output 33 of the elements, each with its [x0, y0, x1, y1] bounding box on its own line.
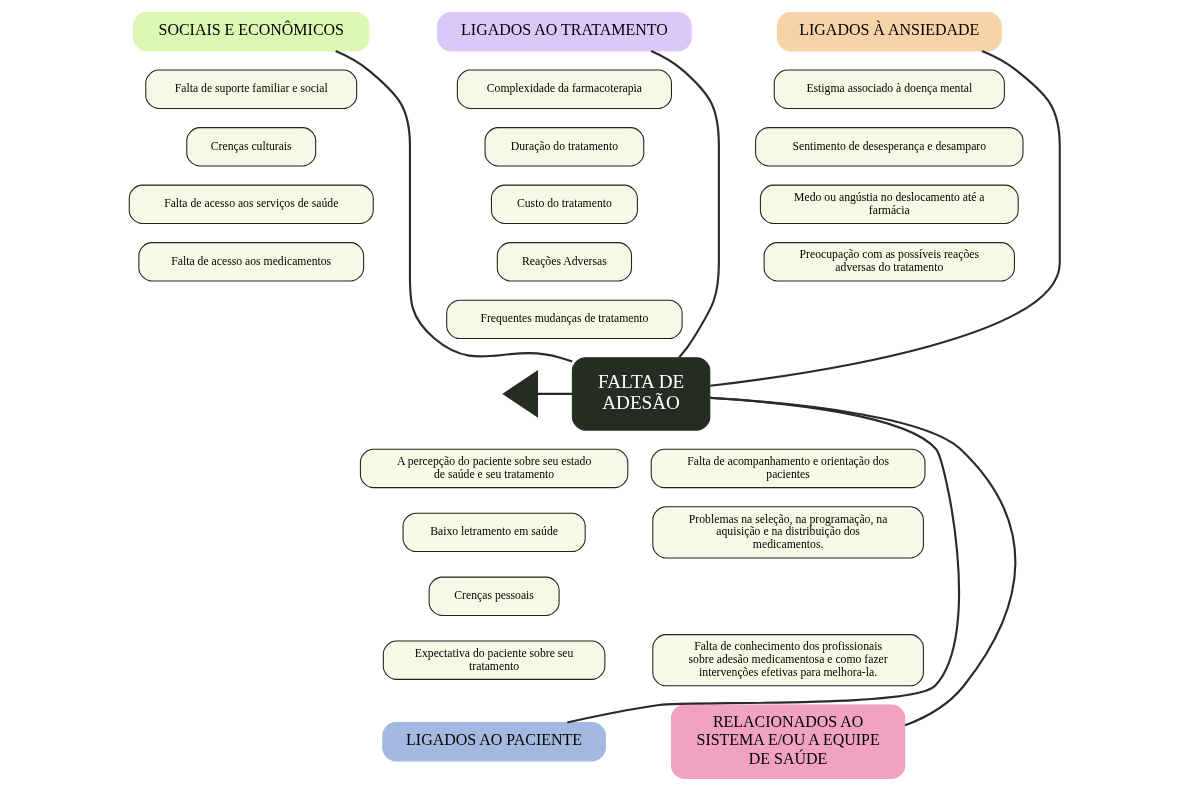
node-box: Falta de acesso aos medicamentos: [138, 242, 365, 282]
connector: [650, 49, 720, 359]
node-box: Falta de acompanhamento e orientação dos pacientes: [650, 448, 926, 489]
node-box: Frequentes mudanças de tratamento: [446, 299, 683, 340]
node-box: Custo do tratamento: [490, 184, 638, 224]
node-box: Falta de conhecimento dos profissionais sobre adesão medicamentosa e como fazer intervenções efetivas para melhora-la.: [652, 634, 924, 687]
node-box: Complexidade da farmacoterapia: [456, 69, 672, 109]
node-box: Medo ou angústia no deslocamento até a farmácia: [759, 184, 1019, 224]
node-box: Crenças pessoais: [428, 576, 560, 616]
connector: [710, 396, 1017, 727]
node-box: Baixo letramento em saúde: [402, 512, 586, 553]
node-box: A percepção do paciente sobre seu estado de saúde e seu tratamento: [359, 448, 629, 489]
node-box: FALTA DE ADESÃO: [571, 357, 711, 431]
node-box: Reações Adversas: [496, 242, 633, 282]
node-box: LIGADOS À ANSIEDADE: [776, 12, 1002, 52]
node-box: Falta de acesso aos serviços de saúde: [128, 184, 374, 224]
connector: [710, 49, 1061, 387]
node-box: Sentimento de desesperança e desamparo: [755, 127, 1024, 167]
connector: [537, 392, 573, 395]
connector: [335, 50, 573, 363]
connector: [567, 396, 960, 724]
node-box: Crenças culturais: [186, 127, 317, 167]
node-triangle: [502, 370, 539, 418]
node-box: Preocupação com as possíveis reações adversas do tratamento: [763, 242, 1015, 282]
node-box: SOCIAIS E ECONÔMICOS: [133, 12, 370, 52]
node-box: LIGADOS AO PACIENTE: [382, 722, 606, 762]
node-box: Estigma associado à doença mental: [773, 69, 1005, 109]
node-box: RELACIONADOS AO SISTEMA E/OU A EQUIPE DE SAÚDE: [670, 704, 906, 779]
node-box: Expectativa do paciente sobre seu tratamento: [382, 640, 606, 680]
node-box: Problemas na seleção, na programação, na aquisição e na distribuição dos medicamentos.: [652, 506, 924, 559]
node-box: Duração do tratamento: [484, 127, 645, 167]
node-box: LIGADOS AO TRATAMENTO: [437, 12, 692, 52]
node-box: Falta de suporte familiar e social: [145, 69, 358, 109]
